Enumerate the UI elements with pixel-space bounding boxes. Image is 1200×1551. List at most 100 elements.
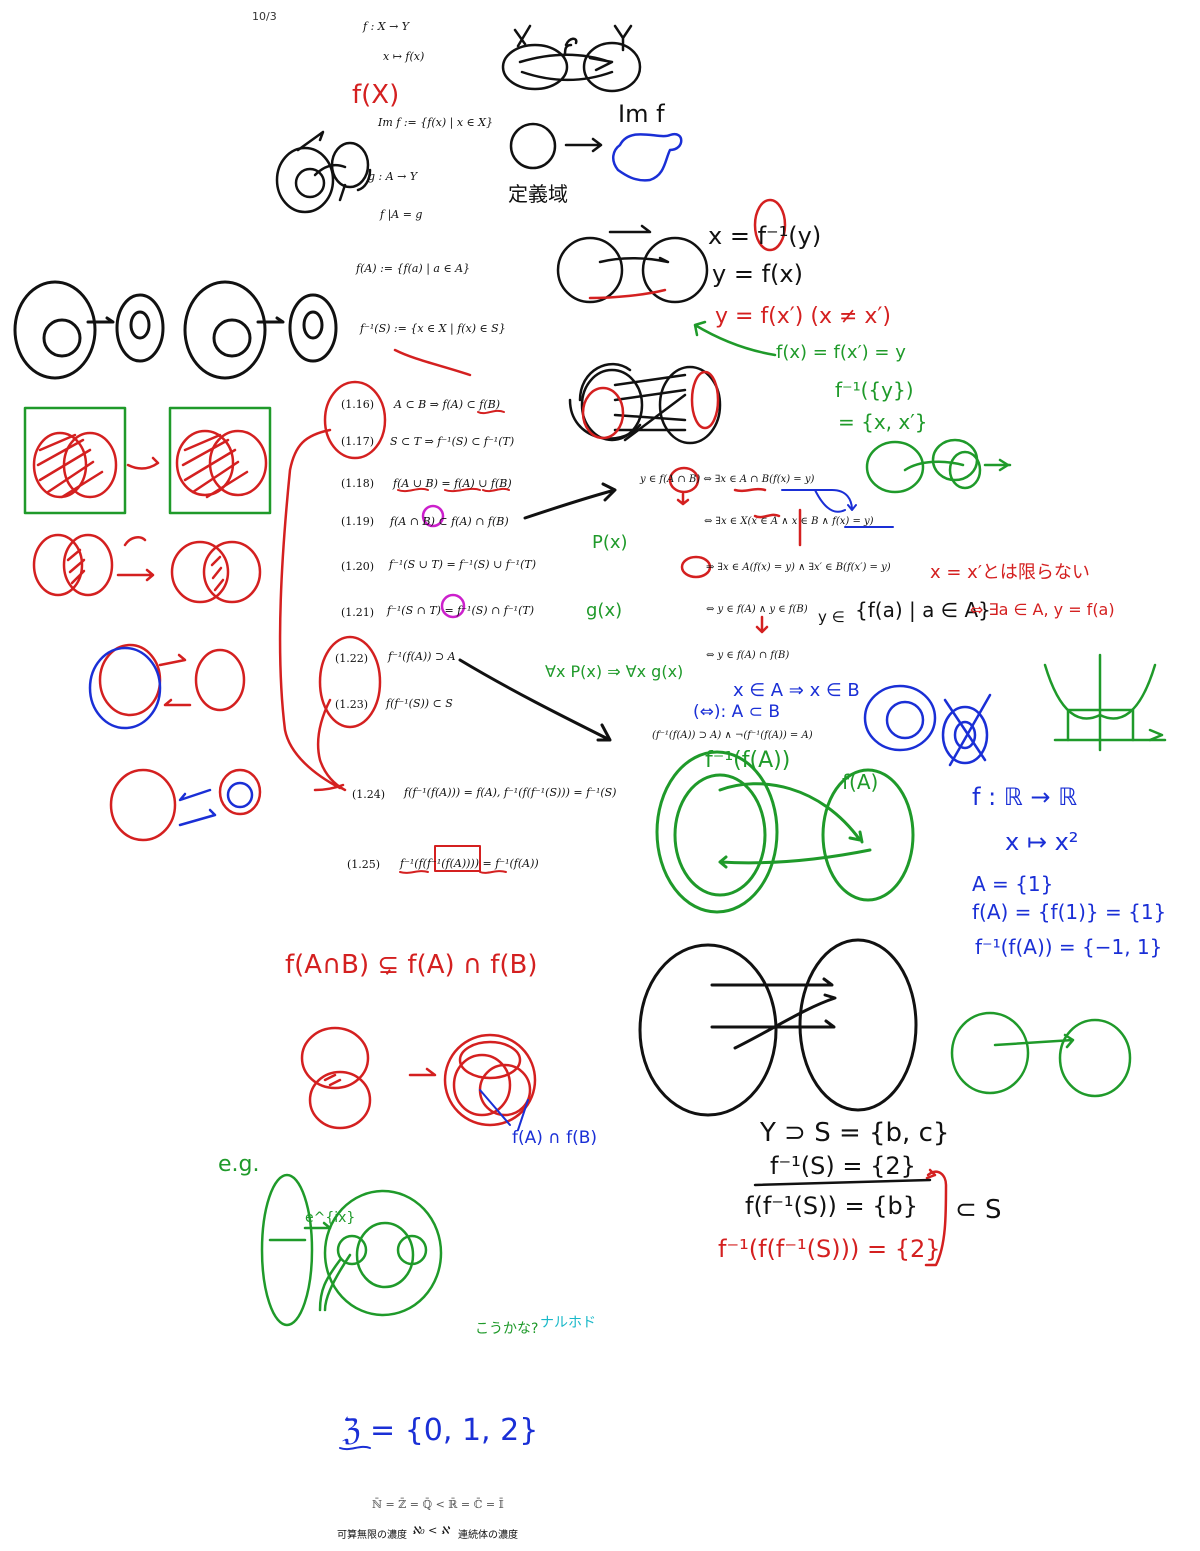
hw-y-eq: y = f(x) <box>712 260 803 288</box>
theorem-underlines <box>397 409 510 874</box>
theorem-number: (1.21) <box>341 606 375 619</box>
preimage-image-sketch <box>88 643 262 842</box>
hw-set012: ℨ = {0, 1, 2} <box>342 1413 539 1448</box>
im-f-sketch <box>509 122 683 182</box>
theorem-number: (1.23) <box>335 698 369 711</box>
green-venn <box>865 438 1012 494</box>
theorem-statement: f⁻¹(S ∪ T) = f⁻¹(S) ∪ f⁻¹(T) <box>389 558 536 571</box>
hw-fA: f(A) <box>842 770 879 794</box>
intersection-diagram <box>300 1026 537 1130</box>
theorem-statement: f⁻¹(f(f⁻¹(f(A)))) = f⁻¹(f(A)) <box>400 857 539 870</box>
proof-blue <box>781 489 894 528</box>
hw-finvS: f⁻¹(S) = {2} <box>770 1152 916 1180</box>
venn-red <box>32 429 268 604</box>
proof-line: y ∈ f(A ∩ B) ⇔ ∃x ∈ A ∩ B(f(x) = y) <box>640 474 815 485</box>
hw-x-eq: x = f⁻¹(y) <box>708 222 822 250</box>
black-arrows <box>458 482 617 742</box>
hw-subset-eq: (⇔): A ⊂ B <box>693 702 780 722</box>
hw-kouka: こうかな? <box>475 1321 539 1337</box>
hw-fX: f(X) <box>352 80 400 110</box>
proof-line: ⇔ ∃x ∈ X(x ∈ A ∧ x ∈ B ∧ f(x) = y) <box>704 516 874 527</box>
hw-intersect-claim: f(A∩B) ⊊ f(A) ∩ f(B) <box>285 950 538 980</box>
hw-fa-set: {f(a) | a ∈ A} <box>855 598 991 622</box>
hw-y-in: y ∈ <box>818 608 845 626</box>
restriction-definition: f |A = g <box>380 208 423 221</box>
hw-A-set: A = {1} <box>972 872 1054 896</box>
theorem-ovals <box>278 380 387 792</box>
subset-venn <box>863 684 992 767</box>
xy-map-sketch <box>501 24 642 93</box>
hw-finv-fA: f⁻¹(f(A)) <box>705 748 791 773</box>
hw-subset-def: x ∈ A ⇒ x ∈ B <box>733 680 860 701</box>
hw-ffinvS: f(f⁻¹(S)) = {b} <box>745 1192 919 1220</box>
hw-px: P(x) <box>592 532 628 553</box>
hw-iff-exists: ⇔ ∃a ∈ A, y = f(a) <box>970 600 1115 619</box>
theorem-number: (1.19) <box>341 515 375 528</box>
theorem-number: (1.16) <box>341 398 375 411</box>
theorem-number: (1.25) <box>347 858 381 871</box>
theorem-statement: f(f⁻¹(f(A))) = f(A), f⁻¹(f(f⁻¹(S))) = f⁻… <box>404 786 617 799</box>
cardinality-line: ℕ̄ = ℤ̄ = ℚ̄ < ℝ̄ = ℂ̄ = 𝕀̄ <box>372 1498 504 1511</box>
restriction-map: g : A → Y <box>368 170 418 183</box>
finite-map <box>638 938 918 1117</box>
hw-forall: ∀x P(x) ⇒ ∀x g(x) <box>545 662 684 681</box>
image-definition: Im f := {f(x) | x ∈ X} <box>378 116 493 129</box>
theorem-number: (1.17) <box>341 435 375 448</box>
contrapositive-line: (f⁻¹(f(A)) ⊃ A) ∧ ¬(f⁻¹(f(A)) = A) <box>652 730 813 741</box>
proof-marks <box>668 466 802 634</box>
hw-finvffinvS: f⁻¹(f(f⁻¹(S))) = {2} <box>718 1235 941 1263</box>
page-date: 10/3 <box>252 10 277 23</box>
map-definition: f : X → Y <box>363 20 410 33</box>
strike-line <box>393 348 472 377</box>
hw-not-nec: x = x′とは限らない <box>930 562 1090 583</box>
parabola <box>1043 653 1167 752</box>
preimage-circles <box>13 280 338 380</box>
hw-eg: e.g. <box>218 1152 260 1177</box>
direct-image-definition: f(A) := {f(a) | a ∈ A} <box>356 262 471 275</box>
hw-eix: e^{ix} <box>305 1210 356 1226</box>
eix-diagram <box>260 1173 443 1327</box>
aleph-relation: ℵ₀ < ℵ <box>412 1524 450 1537</box>
theorem-statement: f(A ∪ B) = f(A) ∪ f(B) <box>393 477 512 490</box>
hw-y-eq2: y = f(x′) (x ≠ x′) <box>715 304 891 329</box>
hw-x-sq: x ↦ x² <box>1005 828 1079 856</box>
proof-line: ⇔ y ∈ f(A) ∧ y ∈ f(B) <box>706 604 808 615</box>
proof-line: ⇒ ∃x ∈ A(f(x) = y) ∧ ∃x′ ∈ B(f(x′) = y) <box>706 562 891 573</box>
theorem-circles <box>421 504 466 619</box>
theorem-statement: f⁻¹(S ∩ T) = f⁻¹(S) ∩ f⁻¹(T) <box>387 604 534 617</box>
preimage-definition: f⁻¹(S) := {x ∈ X | f(x) ∈ S} <box>360 322 506 335</box>
theorem-statement: A ⊂ B ⇒ f(A) ⊂ f(B) <box>394 398 500 411</box>
hw-fA-val: f(A) = {f(1)} = {1} <box>972 900 1167 924</box>
restriction-sketch <box>275 130 372 214</box>
theorem-statement: f(f⁻¹(S)) ⊂ S <box>386 697 453 710</box>
hw-R-map: f : ℝ → ℝ <box>972 783 1078 811</box>
theorem-number: (1.22) <box>335 652 369 665</box>
green-a-s <box>950 1011 1132 1098</box>
theorem-number: (1.18) <box>341 477 375 490</box>
map-rule: x ↦ f(x) <box>383 50 425 63</box>
hw-finv-val: = {x, x′} <box>838 410 928 434</box>
theorem-number: (1.24) <box>352 788 386 801</box>
continuum-label: 連続体の濃度 <box>458 1530 518 1541</box>
red-bracket <box>924 1168 948 1267</box>
proof-line: ⇔ y ∈ f(A) ∩ f(B) <box>706 650 790 661</box>
hw-imf: Im f <box>618 100 665 128</box>
hw-subS: ⊂ S <box>955 1195 1002 1225</box>
hw-fAcapfB: f(A) ∩ f(B) <box>512 1128 598 1148</box>
theorem-statement: f(A ∩ B) ⊂ f(A) ∩ f(B) <box>390 515 509 528</box>
theorem-statement: f⁻¹(f(A)) ⊃ A <box>388 650 456 663</box>
hw-gx: g(x) <box>586 600 623 621</box>
hw-finvfA-val: f⁻¹(f(A)) = {−1, 1} <box>975 935 1163 959</box>
hw-domain: 定義域 <box>508 182 568 206</box>
countable-label: 可算無限の濃度 <box>337 1530 407 1541</box>
hw-Y-S: Y ⊃ S = {b, c} <box>760 1118 950 1148</box>
theorem-statement: S ⊂ T ⇒ f⁻¹(S) ⊂ f⁻¹(T) <box>390 435 515 448</box>
hw-naruhodo: ナルホド <box>540 1315 596 1331</box>
hw-finv-set: f⁻¹({y}) <box>835 378 914 402</box>
venn-boxes <box>23 406 272 515</box>
theorem-number: (1.20) <box>341 560 375 573</box>
hw-fx-eq: f(x) = f(x′) = y <box>776 342 906 363</box>
big-green-venn <box>655 750 915 914</box>
